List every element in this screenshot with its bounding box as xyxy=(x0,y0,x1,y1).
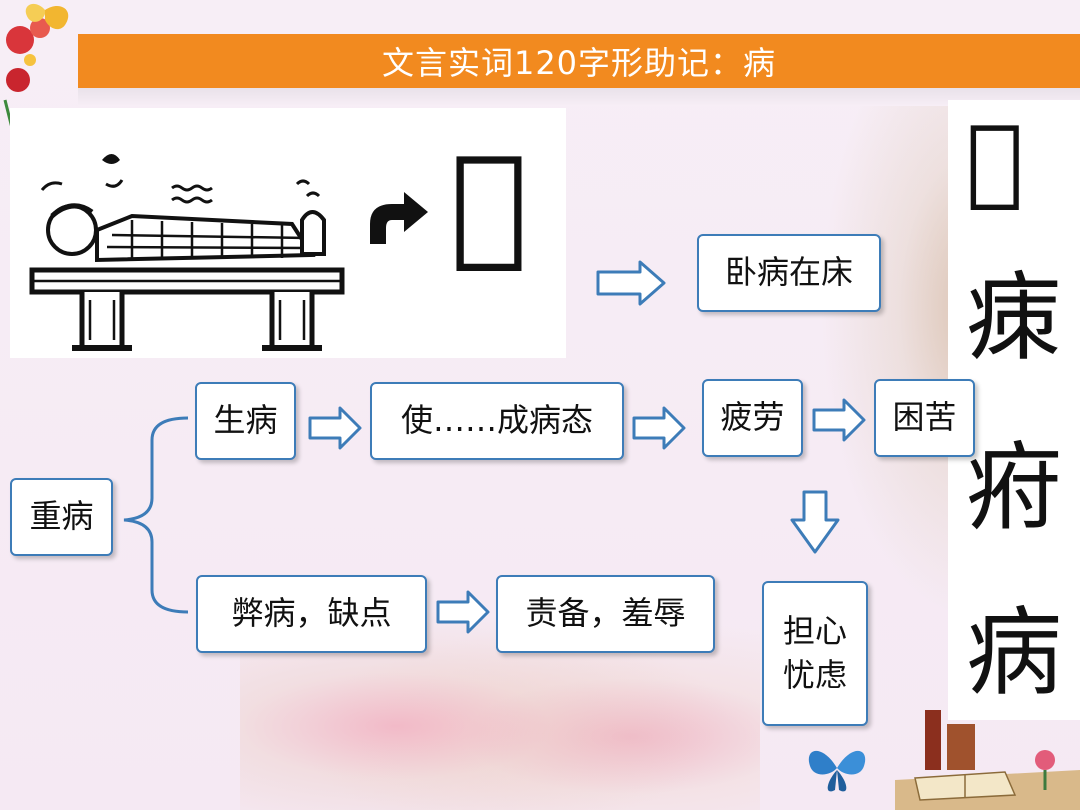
seal-script-panel: 𤕫 㾊 㾈 病 xyxy=(948,100,1080,720)
seal-script-glyph-large: 𤕫 xyxy=(450,127,529,279)
seal-glyph-4: 病 xyxy=(966,597,1062,709)
node-shengbing: 生病 xyxy=(195,382,296,460)
node-kunku: 困苦 xyxy=(874,379,975,457)
picture-panel: 𤕫 xyxy=(10,108,566,358)
node-pilao: 疲劳 xyxy=(702,379,803,457)
node-shibingtai-label: 使……成病态 xyxy=(400,401,593,440)
arrow-bibing-to-zebei xyxy=(436,590,490,634)
node-pilao-label: 疲劳 xyxy=(720,398,785,437)
page-title: 文言实词120字形助记：病 xyxy=(381,44,777,82)
node-shengbing-label: 生病 xyxy=(213,401,278,440)
title-bar: 文言实词120字形助记：病 xyxy=(78,34,1080,88)
node-kunku-label: 困苦 xyxy=(892,398,957,437)
node-wobing-label: 卧病在床 xyxy=(724,253,853,292)
node-zebei-label: 责备，羞辱 xyxy=(525,594,686,633)
node-bibing: 弊病，缺点 xyxy=(196,575,427,653)
node-zhongbing-label: 重病 xyxy=(29,497,94,536)
node-danxin-label-line1: 担心 xyxy=(782,612,847,651)
arrow-shengbing-to-shibing xyxy=(308,406,362,450)
node-danxin: 担心 忧虑 xyxy=(762,581,868,726)
seal-glyph-2: 㾊 xyxy=(966,262,1062,374)
arrow-pilao-to-kunku xyxy=(812,398,866,442)
arrow-shibing-to-pilao xyxy=(632,406,686,450)
node-bibing-label: 弊病，缺点 xyxy=(231,594,392,633)
flower-butterfly-decoration xyxy=(3,3,69,129)
butterfly-decoration xyxy=(808,750,866,792)
sick-person-on-bed-illustration xyxy=(29,154,345,351)
arrow-down-to-danxin xyxy=(790,490,840,554)
node-danxin-label-line2: 忧虑 xyxy=(782,655,847,694)
curved-arrow-icon xyxy=(370,192,428,244)
node-zebei: 责备，羞辱 xyxy=(496,575,715,653)
seal-glyph-1: 𤕫 xyxy=(966,104,1024,216)
node-zhongbing: 重病 xyxy=(10,478,113,556)
bracket xyxy=(123,416,189,614)
title-underline xyxy=(78,88,1080,106)
desk-books-decoration xyxy=(895,710,1080,810)
node-wobing: 卧病在床 xyxy=(697,234,881,312)
seal-glyph-3: 㾈 xyxy=(966,432,1062,544)
arrow-to-wobing xyxy=(596,260,666,306)
node-shibingtai: 使……成病态 xyxy=(370,382,624,460)
